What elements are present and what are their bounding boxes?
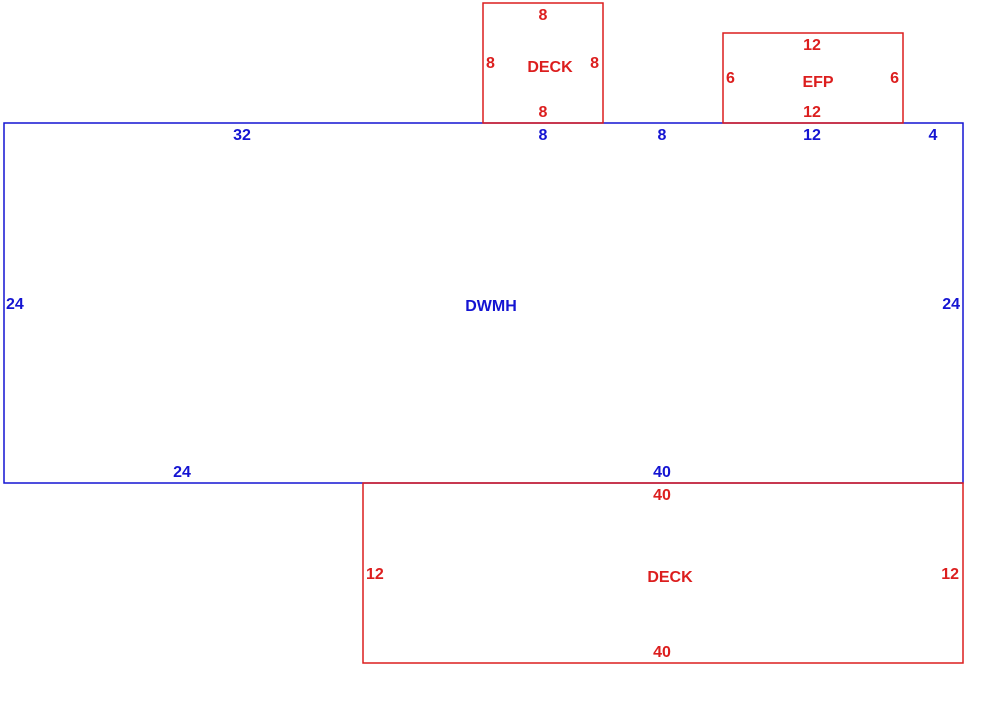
deck-bottom-area[interactable]: DECK 40 12 12 40 bbox=[362, 482, 964, 664]
dwmh-top-dimension-2: 8 bbox=[539, 127, 548, 144]
deck-bottom-top-dimension: 40 bbox=[653, 487, 671, 504]
deck-bottom-bottom-dimension: 40 bbox=[653, 644, 671, 661]
deck-top-area[interactable]: DECK 8 8 8 8 bbox=[482, 2, 604, 124]
dwmh-area[interactable]: DWMH 32 8 8 12 4 24 24 24 40 bbox=[3, 122, 964, 484]
dwmh-top-dimension-3: 8 bbox=[658, 127, 667, 144]
deck-top-left-dimension: 8 bbox=[486, 55, 495, 72]
efp-bottom-dimension: 12 bbox=[803, 104, 821, 121]
deck-top-bottom-dimension: 8 bbox=[539, 104, 548, 121]
dwmh-top-dimension-4: 12 bbox=[803, 127, 821, 144]
efp-left-dimension: 6 bbox=[726, 70, 735, 87]
dwmh-right-dimension: 24 bbox=[942, 296, 960, 313]
deck-bottom-right-dimension: 12 bbox=[941, 566, 959, 583]
dwmh-top-dimension-1: 32 bbox=[233, 127, 251, 144]
deck-top-right-dimension: 8 bbox=[590, 55, 599, 72]
efp-area[interactable]: EFP 12 6 6 12 bbox=[722, 32, 904, 124]
deck-bottom-label: DECK bbox=[647, 569, 693, 586]
efp-right-dimension: 6 bbox=[890, 70, 899, 87]
deck-top-outline bbox=[482, 2, 604, 124]
dwmh-bottom-dimension-1: 24 bbox=[173, 464, 191, 481]
dwmh-top-dimension-5: 4 bbox=[929, 127, 938, 144]
deck-bottom-left-dimension: 12 bbox=[366, 566, 384, 583]
deck-top-label: DECK bbox=[527, 59, 573, 76]
deck-top-top-dimension: 8 bbox=[539, 7, 548, 24]
dwmh-left-dimension: 24 bbox=[6, 296, 24, 313]
deck-bottom-outline bbox=[362, 482, 964, 664]
efp-top-dimension: 12 bbox=[803, 37, 821, 54]
dwmh-bottom-dimension-2: 40 bbox=[653, 464, 671, 481]
efp-label: EFP bbox=[802, 74, 833, 91]
dwmh-label: DWMH bbox=[465, 298, 517, 315]
efp-outline bbox=[722, 32, 904, 124]
